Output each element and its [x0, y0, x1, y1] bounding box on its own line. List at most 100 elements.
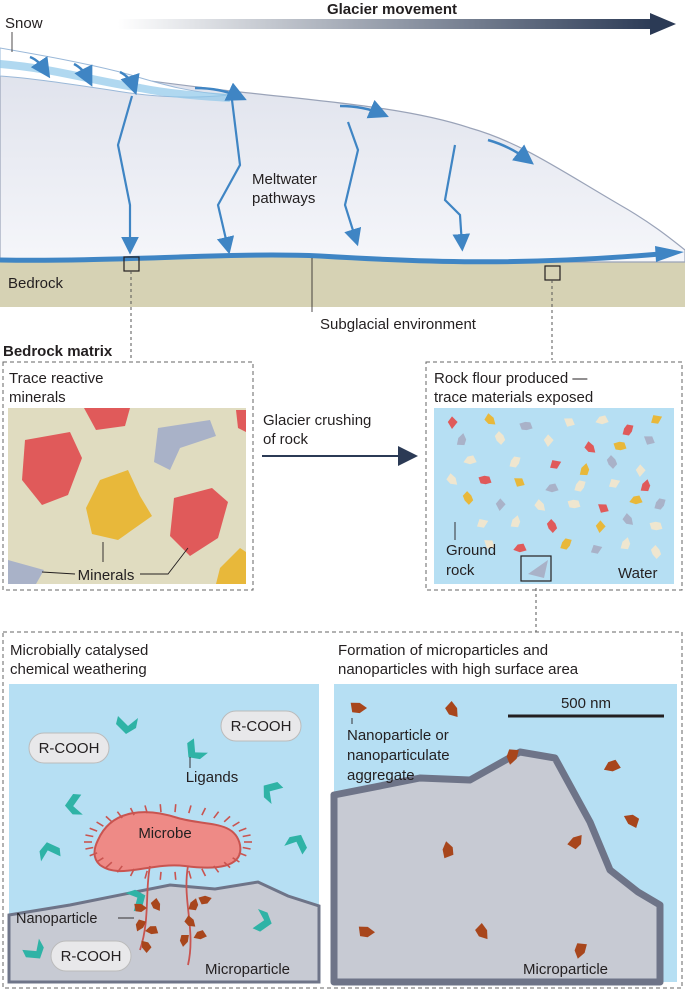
nanoparticle — [145, 926, 159, 935]
nanoparticle-label: Nanoparticle — [16, 911, 97, 927]
rcooh-pill-3 — [50, 940, 132, 972]
rock-flour-particle — [622, 513, 633, 525]
rock-flour-title-2: trace materials exposed — [434, 389, 593, 406]
ligand — [116, 716, 138, 734]
glacier-movement-arrow — [118, 13, 676, 35]
nanoparticle — [506, 749, 519, 765]
microbe-cilium — [232, 821, 240, 827]
rock-flour-particle — [462, 491, 474, 505]
np-label-3: aggregate — [347, 767, 415, 784]
microbe-cilium — [159, 804, 162, 813]
microbe-cilium — [174, 871, 177, 880]
rcooh-pill-2 — [220, 710, 302, 742]
scale-label: 500 nm — [561, 695, 611, 712]
bedrock-label: Bedrock — [8, 275, 64, 292]
nanoparticle — [193, 930, 207, 940]
rock-flour-particle — [622, 424, 634, 436]
rock-flour-particle — [598, 504, 609, 513]
rcooh-label-1: R-COOH — [39, 740, 100, 757]
rock-flour-particle — [644, 436, 655, 445]
microbe-cilium — [188, 870, 192, 879]
nanoparticle — [603, 759, 621, 772]
rock-flour-image — [434, 408, 674, 584]
rock-flour-particle — [543, 434, 554, 447]
rock-flour-particle — [534, 499, 546, 511]
ligand-shapes — [22, 716, 307, 959]
microbe-cilium — [89, 852, 98, 857]
rock-flour-particle — [635, 464, 646, 477]
rock-flour-particle — [620, 537, 631, 550]
rock-flour-particle — [595, 520, 606, 533]
microbe-cilium — [201, 807, 207, 816]
rock-flour-particle — [545, 483, 559, 493]
glacier-section: Glacier movement Bedrock Snow Meltwater — [0, 1, 685, 632]
weathering-title-1: Microbially catalysed — [10, 642, 148, 659]
rock-flour-particle — [651, 415, 663, 424]
rock-flour-particle — [463, 455, 477, 465]
rcooh-label-3: R-COOH — [61, 948, 122, 965]
subglacial-flow — [0, 251, 661, 265]
ligand — [64, 793, 83, 815]
crushing-label-2: of rock — [263, 431, 309, 448]
microbe-cilium — [213, 811, 220, 819]
rock-flour-particle — [546, 519, 558, 533]
microbe-cilium — [85, 834, 94, 838]
formation-image — [330, 684, 677, 986]
bedrock-matrix-frame — [2, 361, 254, 591]
rock-flour-particle — [650, 545, 662, 559]
rock-flour-particle — [456, 433, 467, 446]
rock-flour-particle — [446, 473, 458, 485]
zoom-box-flour — [520, 555, 552, 582]
subglacial-label: Subglacial environment — [320, 316, 477, 333]
microbe-cilium — [174, 804, 177, 813]
nanoparticle — [188, 898, 199, 911]
nanoparticles-left — [134, 895, 212, 953]
bottom-frame — [2, 631, 683, 989]
microbe-cilium — [213, 865, 220, 873]
bedrock-layer — [0, 255, 685, 307]
minerals-leaders — [41, 542, 189, 575]
nanoparticle — [135, 919, 147, 932]
trace-label-2: minerals — [9, 389, 66, 406]
nanoparticle — [198, 895, 212, 905]
rock-flour-particle — [519, 421, 533, 431]
rcooh-pill-1 — [28, 732, 110, 764]
rock-flour-particle — [606, 455, 618, 469]
rock-flour-particle — [609, 479, 621, 488]
np-label-2: nanoparticulate — [347, 747, 450, 764]
microbe-cilium — [238, 852, 247, 857]
microbe-cilium — [129, 868, 135, 877]
microbe-cilium — [201, 868, 207, 877]
rock-flour-particle — [590, 544, 603, 554]
rock-flour-particle — [513, 543, 527, 553]
rock-flour-particle — [629, 495, 643, 505]
ligand — [39, 842, 61, 862]
microbe-cilium — [232, 857, 240, 863]
rock-flour-particle — [654, 498, 666, 510]
ice-body — [0, 64, 685, 263]
microparticle-label-right: Microparticle — [523, 961, 608, 978]
rock-flour-particle — [560, 538, 572, 550]
microbe-cilium — [223, 861, 231, 869]
meltwater-pathways — [116, 95, 471, 255]
nanoparticles-right — [350, 701, 640, 959]
microbe-cilium — [85, 846, 94, 850]
np-label-1: Nanoparticle or — [347, 727, 449, 744]
rock-flour-particle — [640, 479, 651, 492]
zoomed-particle — [528, 560, 548, 578]
surface-melt-arrows — [29, 55, 534, 165]
rock-flour-particle — [514, 478, 525, 487]
ligand — [284, 834, 307, 855]
rock-flour-particle — [584, 441, 596, 453]
rock-flour-particle — [574, 480, 586, 492]
rock-flour-particle — [564, 418, 575, 427]
meltwater-label-2: pathways — [252, 190, 315, 207]
ligand — [252, 908, 272, 932]
rock-flour-particle — [509, 456, 521, 468]
nanoparticle — [574, 943, 587, 959]
rock-flour-title-1: Rock flour produced — — [434, 370, 587, 387]
ligand — [263, 781, 284, 805]
ligands-label: Ligands — [186, 769, 239, 786]
rock-flour-particle — [579, 463, 590, 476]
